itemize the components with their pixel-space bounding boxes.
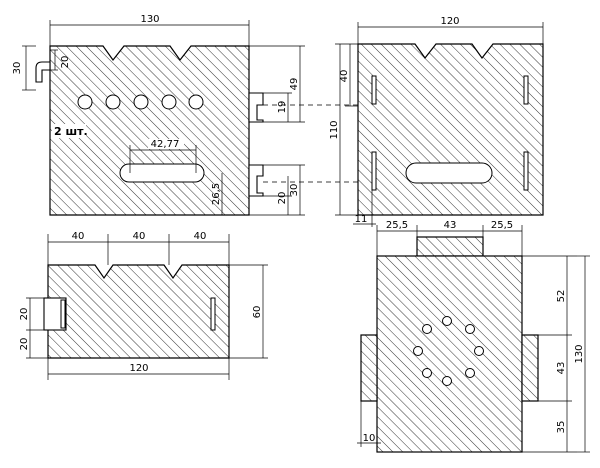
dim-right-52: 52 xyxy=(556,290,567,303)
hole xyxy=(442,376,452,386)
dim-seg-40: 40 xyxy=(194,231,207,242)
dim-height-110: 110 xyxy=(329,120,340,139)
hole xyxy=(413,346,423,356)
hole xyxy=(77,94,93,110)
slot-vertical xyxy=(371,151,377,191)
dim-seg-40: 40 xyxy=(72,231,85,242)
dim-slot-20: 20 xyxy=(19,338,30,351)
slot-vertical xyxy=(60,299,66,329)
dim-top-25-5: 25,5 xyxy=(386,220,408,231)
plate-top-right xyxy=(357,43,544,216)
slot-vertical xyxy=(371,75,377,105)
slot-vertical xyxy=(523,75,529,105)
long-slot xyxy=(405,162,493,184)
hole xyxy=(442,316,452,326)
dim-30: 30 xyxy=(289,184,300,197)
holes-row xyxy=(77,94,204,110)
dim-slot-20: 20 xyxy=(60,56,71,69)
dim-width-130: 130 xyxy=(140,14,159,25)
hole xyxy=(161,94,177,110)
slot-vertical xyxy=(210,297,216,331)
view-top-left: 130 30 20 2 шт. 42,77 49 19 26,5 xyxy=(12,14,362,216)
dim-slot-20: 20 xyxy=(19,308,30,321)
dim-slot-42-77: 42,77 xyxy=(151,139,180,150)
dim-bottom-10: 10 xyxy=(363,433,376,444)
dim-bottom-11: 11 xyxy=(355,214,368,225)
dim-width-120: 120 xyxy=(129,363,148,374)
slot-vertical xyxy=(523,151,529,191)
dim-top-43: 43 xyxy=(444,220,457,231)
hole xyxy=(422,368,432,378)
dim-right-43: 43 xyxy=(556,362,567,375)
view-top-right: 120 40 110 11 xyxy=(329,16,544,227)
tab-right-lower xyxy=(248,164,264,197)
quantity-note: 2 шт. xyxy=(54,125,88,138)
hole xyxy=(474,346,484,356)
tab-top xyxy=(416,236,484,257)
hole xyxy=(133,94,149,110)
hole xyxy=(465,368,475,378)
plate-bottom-left xyxy=(47,264,230,359)
dim-seg-40: 40 xyxy=(133,231,146,242)
dim-top-25-5: 25,5 xyxy=(491,220,513,231)
dim-overall-130: 130 xyxy=(574,344,585,363)
slot-tab-left xyxy=(35,61,51,83)
long-slot xyxy=(119,163,205,183)
view-bottom-left: 40 40 40 20 20 60 120 xyxy=(19,231,268,380)
dim-height-60: 60 xyxy=(252,306,263,319)
dim-right-49: 49 xyxy=(289,78,300,91)
view-bottom-right: 25,5 43 25,5 52 43 35 130 10 xyxy=(357,220,590,453)
holes-ring xyxy=(413,316,484,386)
dim-inner-40: 40 xyxy=(339,70,350,83)
plate-bottom-right xyxy=(376,255,523,453)
tab-side-right xyxy=(521,334,539,402)
tab-side-left xyxy=(360,334,378,402)
dim-width-120: 120 xyxy=(440,16,459,27)
tab-right-upper xyxy=(248,92,264,123)
hole xyxy=(422,324,432,334)
hole xyxy=(105,94,121,110)
dim-right-35: 35 xyxy=(556,421,567,434)
dim-26-5: 26,5 xyxy=(211,183,222,205)
hole xyxy=(465,324,475,334)
dim-right-19: 19 xyxy=(277,101,288,114)
dim-left-30: 30 xyxy=(12,62,23,75)
dim-20: 20 xyxy=(277,192,288,205)
hole xyxy=(188,94,204,110)
